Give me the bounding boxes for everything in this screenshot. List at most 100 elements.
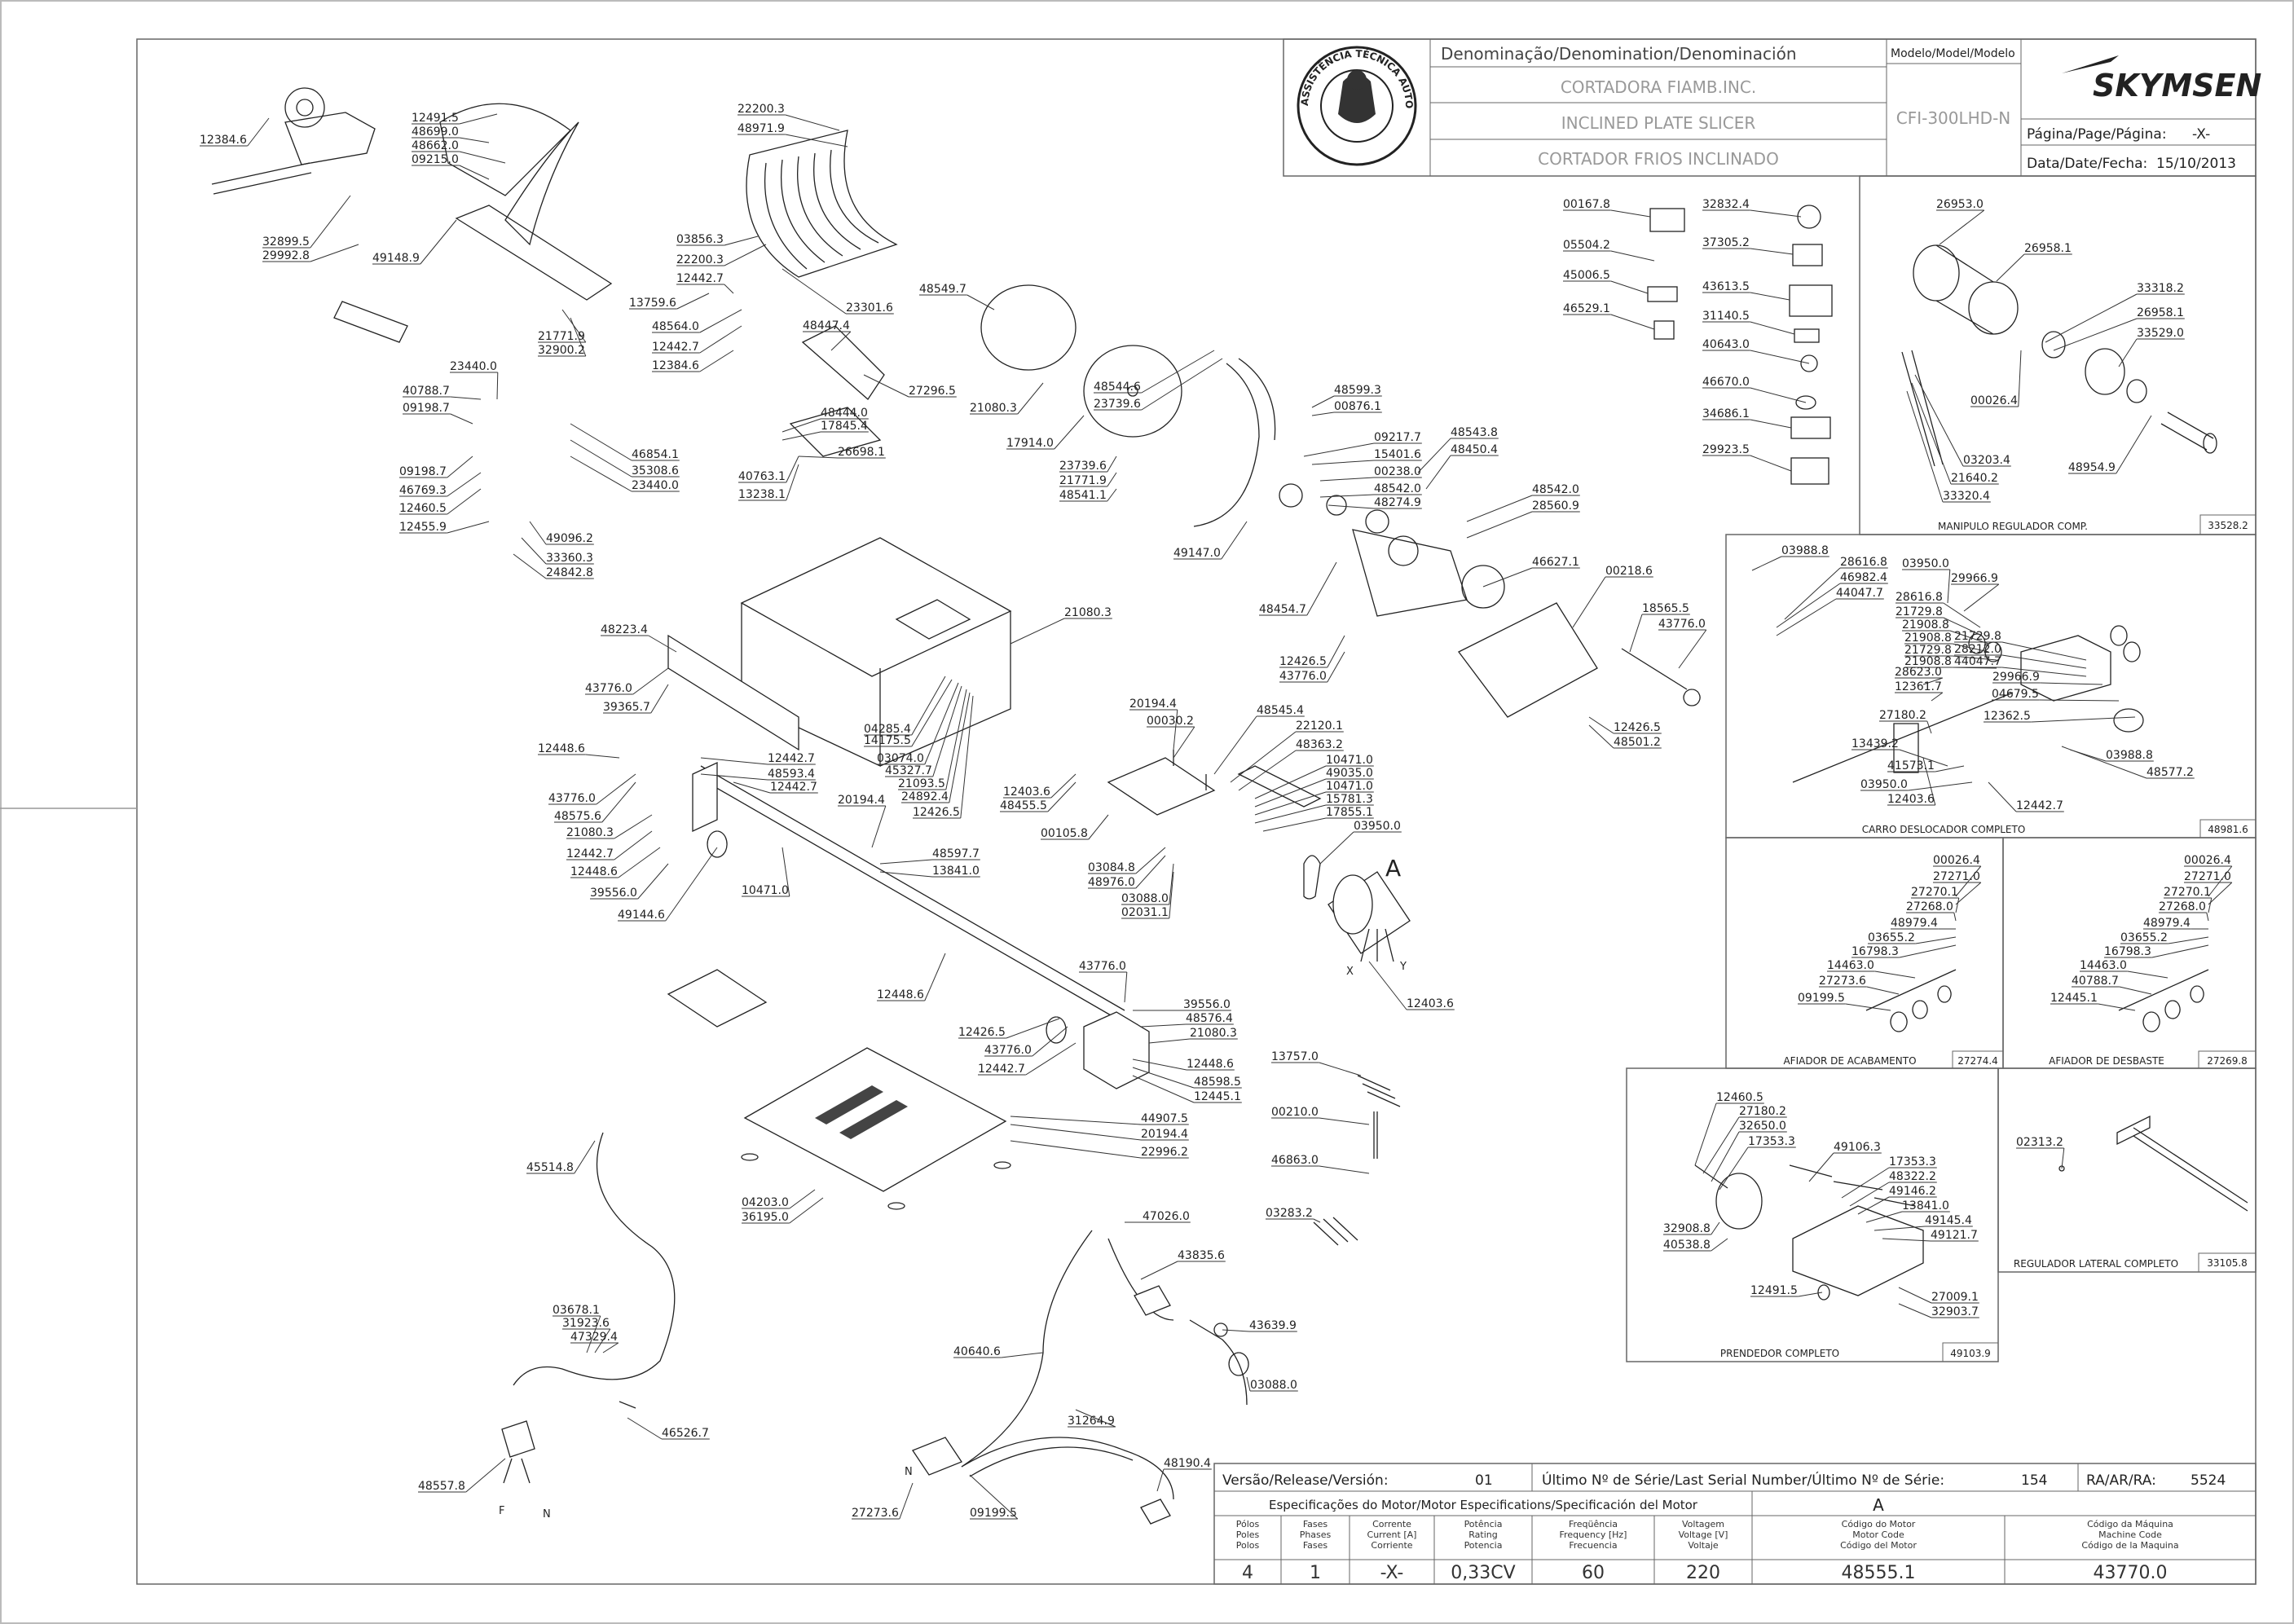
motor-letter: A (1873, 1495, 1884, 1515)
leader-line (1311, 460, 1375, 465)
leader-line (459, 165, 490, 180)
leader-line (1711, 1221, 1720, 1235)
leader-line (1911, 382, 1952, 485)
part-number-label: 28560.9 (1532, 500, 1579, 513)
part-number-label: 21080.3 (1064, 606, 1112, 619)
part-number-label: 12442.7 (768, 752, 815, 765)
part-number-label: 00026.4 (2184, 854, 2231, 867)
leader-line (594, 1328, 611, 1353)
part-number-label: 21908.8 (1902, 618, 1949, 632)
part-number-label: 00210.0 (1271, 1106, 1319, 1119)
leader-line (2001, 654, 2087, 669)
leader-line (724, 244, 767, 266)
svg-text:PRENDEDOR COMPLETO: PRENDEDOR COMPLETO (1720, 1348, 1839, 1359)
part-number-label: 00876.1 (1334, 400, 1381, 413)
part-number-label: 00167.8 (1563, 198, 1610, 211)
plate-vents (815, 1085, 908, 1139)
leader-line (1319, 1117, 1370, 1125)
part-number-label: 09217.7 (1374, 431, 1421, 444)
leader-line (1610, 250, 1655, 262)
leader-line (602, 1342, 619, 1353)
leader-line (1914, 374, 1964, 467)
leader-line (648, 635, 677, 653)
leader-line (1319, 1062, 1362, 1076)
part-number-label: 44047.7 (1954, 655, 2001, 668)
leader-line (1898, 1287, 1932, 1304)
svg-text:AFIADOR DE DESBASTE: AFIADOR DE DESBASTE (2049, 1055, 2164, 1067)
part-number-label: 10471.0 (1326, 754, 1373, 767)
leader-line (1588, 716, 1614, 734)
part-number-label: 09199.5 (970, 1507, 1017, 1520)
leader-line (1751, 556, 1782, 571)
part-number-label: 28623.0 (1895, 666, 1942, 679)
brand-swoosh (2062, 55, 2119, 73)
leader-line (1750, 321, 1795, 335)
leader-line (618, 847, 661, 878)
spec-header-line: Código del Motor (1840, 1540, 1917, 1551)
title-block: ASSISTÊNCIA TÉCNICA AUTORIZADA Denominaç… (0, 0, 2261, 177)
spec-header-line: Freqüência (1569, 1519, 1618, 1529)
leader-line (1173, 726, 1195, 759)
leader-line (1230, 731, 1297, 783)
part-number-label: 12442.7 (770, 781, 817, 794)
part-number-label: 39556.0 (1183, 998, 1231, 1011)
leader-line (2045, 293, 2138, 343)
spec-value: 4 (1242, 1563, 1253, 1583)
leader-line (1784, 567, 1841, 620)
leader-line (2039, 699, 2120, 702)
part-number-label: 12362.5 (1984, 710, 2031, 723)
part-number-label: 12491.5 (1750, 1284, 1798, 1297)
part-number-label: 21771.9 (538, 330, 585, 343)
spec-header-line: Potencia (1464, 1540, 1503, 1551)
part-number-label: 27271.0 (2184, 870, 2231, 883)
svg-text:MANIPULO REGULADOR COMP.: MANIPULO REGULADOR COMP. (1938, 521, 2088, 532)
part-number-label: 49146.2 (1889, 1185, 1936, 1198)
leader-line (1425, 455, 1451, 490)
part-number-label: 49106.3 (1834, 1141, 1881, 1154)
part-number-label: 46627.1 (1532, 556, 1579, 569)
leader-line (1221, 521, 1248, 560)
leader-line (699, 350, 734, 372)
part-number-label: 23301.6 (846, 301, 893, 315)
leader-line (650, 684, 669, 714)
leader-line (879, 859, 933, 865)
leader-line (1169, 871, 1174, 919)
leader-line (1955, 865, 1982, 897)
part-number-label: 00218.6 (1605, 565, 1653, 578)
part-number-label: 40788.7 (2072, 975, 2119, 988)
leader-line (1776, 598, 1837, 636)
spec-header-line: Current [A] (1367, 1529, 1417, 1540)
motor-wire-y: Y (1399, 961, 1407, 973)
part-number-label: 48662.0 (412, 139, 459, 152)
part-number-label: 04285.4 (864, 723, 911, 736)
spec-value: 220 (1686, 1563, 1720, 1583)
model-value: CFI-300LHD-N (1896, 108, 2011, 128)
part-number-label: 46526.7 (662, 1427, 709, 1440)
part-number-label: 37305.2 (1702, 236, 1750, 249)
part-number-label: 04203.0 (742, 1196, 789, 1209)
leader-line (1953, 912, 1957, 922)
leader-line (969, 1474, 1019, 1520)
leader-line (614, 830, 653, 860)
part-number-label: 27273.6 (852, 1507, 899, 1520)
plug-mark-n: N (543, 1508, 551, 1521)
leader-line (2168, 936, 2209, 944)
part-number-label: 12448.6 (1187, 1058, 1234, 1071)
leader-line (2031, 716, 2136, 723)
leader-line (1132, 1075, 1195, 1103)
svg-text:AFIADOR DE ACABAMENTO: AFIADOR DE ACABAMENTO (1783, 1055, 1916, 1067)
leader-line (1874, 970, 1916, 979)
denomination-label: Denominação/Denomination/Denominación (1441, 44, 1797, 64)
part-number-label: 21729.8 (1954, 630, 2001, 643)
leader-line (1328, 504, 1375, 509)
part-number-label: 14463.0 (2080, 959, 2127, 972)
leader-line (1750, 209, 1802, 218)
part-number-label: 48455.5 (1000, 799, 1047, 812)
part-number-label: 49096.2 (546, 532, 593, 545)
leader-line (447, 488, 482, 515)
leader-line (1719, 1146, 1749, 1190)
part-number-label: 48564.0 (652, 320, 699, 333)
name-es: CORTADOR FRIOS INCLINADO (1538, 149, 1779, 169)
part-number-label: 48501.2 (1614, 736, 1661, 749)
